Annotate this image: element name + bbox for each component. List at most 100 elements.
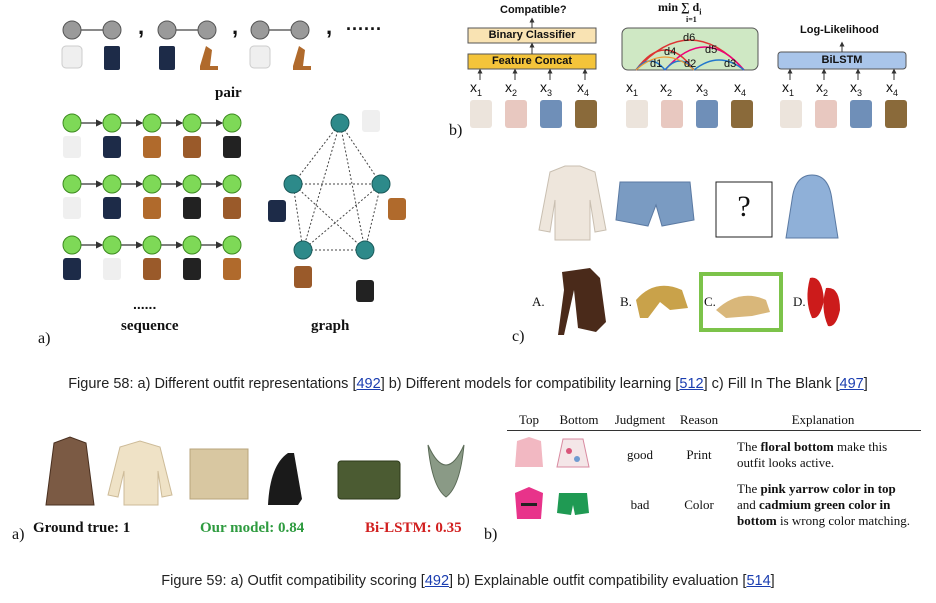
pair-row — [62, 20, 310, 40]
graph-item — [388, 198, 406, 220]
fig58-caption-text-2: ] b) Different models for compatibility … — [380, 376, 680, 392]
figure58-caption: Figure 58: a) Different outfit represent… — [0, 376, 936, 392]
fig59b-letter: b) — [484, 526, 498, 543]
graph-node — [293, 240, 313, 260]
reason-cell: Print — [686, 446, 712, 462]
sequence-item — [223, 197, 241, 219]
sequence-item — [183, 197, 201, 219]
comma-2: , — [232, 14, 239, 39]
expl-bold: pink yarrow color in top — [760, 480, 896, 496]
graph-node — [355, 240, 375, 260]
outfit-item-thumb — [696, 100, 718, 128]
sequence-node — [222, 174, 242, 194]
pair-label: pair — [215, 85, 242, 101]
expl-text: The — [737, 480, 761, 496]
ellipsis-top: ...... — [346, 14, 383, 34]
fig58b-diagram — [467, 17, 907, 128]
sequence-item — [103, 136, 121, 158]
sequence-node — [222, 235, 242, 255]
figure59-caption: Figure 59: a) Outfit compatibility scori… — [0, 573, 936, 589]
floral-skirt-thumb — [556, 438, 590, 468]
fig58-cite-497[interactable]: 497 — [839, 376, 864, 392]
x-label: x1 — [626, 79, 639, 98]
expl-bold: floral bottom — [760, 438, 834, 454]
ellipsis-sequence: ...... — [133, 296, 157, 312]
fig58-cite-492[interactable]: 492 — [356, 376, 381, 392]
option-d: D. — [793, 294, 806, 309]
outfit-item-thumb — [575, 100, 597, 128]
sequence-node — [142, 113, 162, 133]
sequence-node — [62, 235, 82, 255]
x-label: x2 — [505, 79, 518, 98]
fig58-cite-512[interactable]: 512 — [679, 376, 704, 392]
sequence-item — [183, 258, 201, 280]
explanation-table-header: Top Bottom Judgment Reason Explanation — [507, 410, 921, 431]
fig58-caption-text-1: Figure 58: a) Different outfit represent… — [68, 376, 357, 392]
sequence-item — [63, 258, 81, 280]
col-reason: Reason — [673, 410, 725, 431]
expl-text: The — [737, 438, 761, 454]
log-likelihood-label: Log-Likelihood — [800, 24, 879, 36]
sequence-item — [143, 197, 161, 219]
outfit-item-thumb — [505, 100, 527, 128]
graph-node — [371, 174, 391, 194]
bag-item — [785, 174, 839, 239]
col-top: Top — [507, 410, 551, 431]
pink-top-thumb — [515, 436, 543, 467]
d4-label: d4 — [664, 46, 677, 58]
fig59a-items — [45, 436, 465, 506]
our-model-label: Our model: 0.84 — [200, 520, 305, 536]
expl-text: and — [737, 496, 760, 512]
bilstm-model — [777, 41, 907, 80]
compatible-question: Compatible? — [500, 4, 567, 16]
min-sum-range: i=1 — [686, 15, 697, 24]
option-c: C. — [704, 294, 716, 309]
judgment-cell: good — [627, 446, 653, 462]
outfit-item-thumb — [661, 100, 683, 128]
outfit-item-thumb — [885, 100, 907, 128]
sequence-node — [62, 174, 82, 194]
d2-label: d2 — [684, 58, 697, 70]
sequence-item — [103, 197, 121, 219]
x-label: x1 — [782, 79, 795, 98]
sequence-node — [102, 235, 122, 255]
sequence-item — [63, 136, 81, 158]
expl-text: is wrong color matching. — [776, 512, 910, 528]
outfit-item-thumb — [731, 100, 753, 128]
pair-items — [61, 45, 311, 70]
bilstm-score-label: Bi-LSTM: 0.35 — [365, 520, 462, 536]
pink-blouse-thumb — [515, 486, 543, 519]
sequence-node — [182, 235, 202, 255]
outfit-item-thumb — [850, 100, 872, 128]
fig58-caption-text-3: ] c) Fill In The Blank [ — [703, 376, 840, 392]
expl-text: make this outfit looks active. — [737, 438, 888, 470]
x-label: x3 — [696, 79, 709, 98]
x-label: x3 — [850, 79, 863, 98]
fig59-caption-text-1: Figure 59: a) Outfit compatibility scori… — [161, 573, 425, 589]
sequence-item — [63, 197, 81, 219]
shorts-item — [615, 181, 695, 227]
graph-item — [294, 266, 312, 288]
statement-necklace-item — [427, 444, 465, 498]
comma-3: , — [326, 14, 333, 39]
green-shorts-thumb — [557, 492, 589, 515]
col-explanation: Explanation — [725, 410, 921, 431]
fig59-cite-514[interactable]: 514 — [746, 573, 771, 589]
fig59-cite-492[interactable]: 492 — [424, 573, 450, 589]
table-row: bad Color The pink yarrow color in top a… — [507, 479, 921, 531]
explanation-cell: The floral bottom make this outfit looks… — [725, 431, 921, 479]
graph-item — [268, 200, 286, 222]
x-label: x4 — [886, 79, 899, 98]
sequence-item — [223, 258, 241, 280]
sequence-item — [183, 136, 201, 158]
red-flats-item — [807, 277, 824, 319]
floral-jacket-item — [45, 436, 95, 506]
explanation-cell: The pink yarrow color in top and cadmium… — [725, 479, 921, 531]
floral-clutch-item — [337, 460, 401, 500]
expl-bold: cadmium green color in bottom — [737, 496, 891, 528]
x-label: x2 — [816, 79, 829, 98]
sweater-item — [538, 165, 607, 241]
x-label: x4 — [734, 79, 747, 98]
top-cell — [507, 431, 551, 479]
sequence-node — [102, 113, 122, 133]
